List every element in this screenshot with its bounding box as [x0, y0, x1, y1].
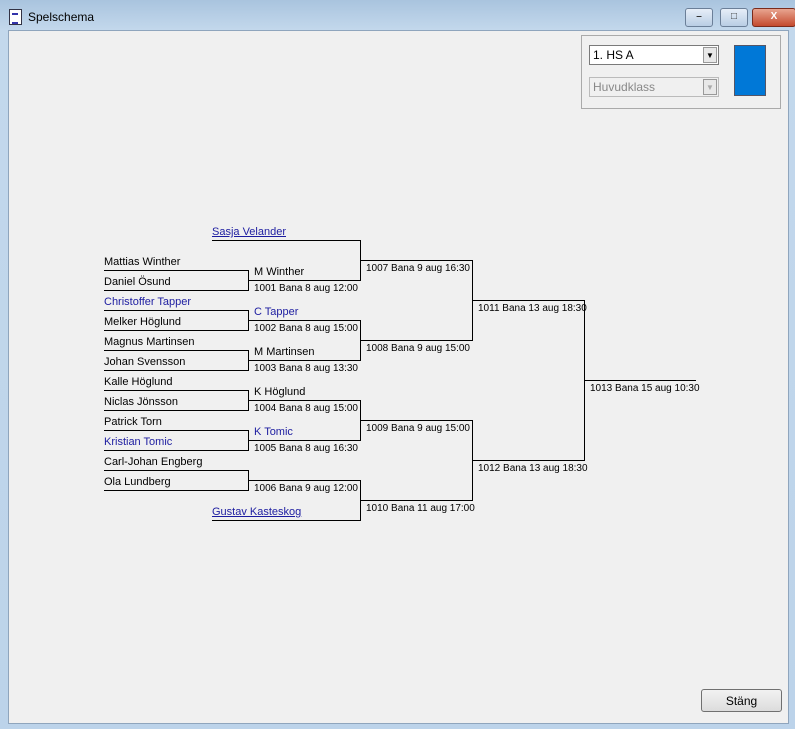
bracket-line: [248, 280, 360, 281]
bracket-line: [248, 480, 360, 481]
match-info: 1001 Bana 8 aug 12:00: [254, 283, 358, 294]
bracket-line: [104, 310, 248, 311]
bracket-line: [360, 340, 472, 341]
bracket-line: [104, 490, 248, 491]
match-info: 1012 Bana 13 aug 18:30: [478, 463, 588, 474]
bracket-line: [104, 370, 248, 371]
player-name: Magnus Martinsen: [104, 336, 195, 348]
player-name: Johan Svensson: [104, 356, 186, 368]
match-info: 1007 Bana 9 aug 16:30: [366, 263, 470, 274]
bracket-line: [104, 410, 248, 411]
category-select-value: Huvudklass: [593, 80, 656, 94]
bracket-line: [248, 400, 360, 401]
class-select[interactable]: 1. HS A ▼: [589, 45, 719, 65]
player-name: Mattias Winther: [104, 256, 181, 268]
player-name: Christoffer Tapper: [104, 296, 192, 308]
match-info: 1010 Bana 11 aug 17:00: [366, 503, 475, 514]
bracket-line: [104, 330, 248, 331]
player-name: Ola Lundberg: [104, 476, 171, 488]
match-winner: M Winther: [254, 266, 305, 278]
match-winner: C Tapper: [254, 306, 299, 318]
bracket-line: [472, 460, 584, 461]
bracket-line: [248, 440, 360, 441]
match-info: 1003 Bana 8 aug 13:30: [254, 363, 358, 374]
close-window-button[interactable]: X: [752, 8, 795, 27]
player-name: Kalle Höglund: [104, 376, 173, 388]
match-winner: M Martinsen: [254, 346, 315, 358]
bracket-line: [212, 240, 360, 241]
bracket-line: [104, 450, 248, 451]
match-info: 1006 Bana 9 aug 12:00: [254, 483, 358, 494]
bracket-line: [472, 300, 584, 301]
player-name: Carl-Johan Engberg: [104, 456, 203, 468]
bye-player[interactable]: Gustav Kasteskog: [212, 506, 302, 518]
player-name: Niclas Jönsson: [104, 396, 178, 408]
filter-group: [581, 35, 781, 109]
bracket-line: [104, 470, 248, 471]
bye-player[interactable]: Sasja Velander: [212, 226, 286, 238]
match-info: 1011 Bana 13 aug 18:30: [478, 303, 587, 314]
bracket-line: [104, 350, 248, 351]
window-title: Spelschema: [28, 10, 95, 24]
final-match-info: 1013 Bana 15 aug 10:30: [590, 383, 700, 394]
chevron-down-icon[interactable]: ▼: [703, 47, 717, 63]
document-icon: [9, 9, 22, 25]
minimize-button[interactable]: –: [685, 8, 713, 27]
match-info: 1002 Bana 8 aug 15:00: [254, 323, 358, 334]
bracket-line: [104, 390, 248, 391]
color-swatch[interactable]: [734, 45, 766, 96]
bracket-line: [248, 360, 360, 361]
match-info: 1008 Bana 9 aug 15:00: [366, 343, 470, 354]
match-info: 1004 Bana 8 aug 15:00: [254, 403, 358, 414]
bracket-line: [104, 270, 248, 271]
bracket-line: [360, 260, 472, 261]
player-name: Daniel Ösund: [104, 276, 171, 288]
client-area: [8, 30, 789, 724]
chevron-down-icon: ▼: [703, 79, 717, 95]
match-info: 1005 Bana 8 aug 16:30: [254, 443, 358, 454]
bracket-line: [248, 320, 360, 321]
player-name: Patrick Torn: [104, 416, 162, 428]
bracket-line: [104, 430, 248, 431]
player-name: Kristian Tomic: [104, 436, 173, 448]
match-winner: K Höglund: [254, 386, 306, 398]
bracket-line: [360, 500, 472, 501]
close-button[interactable]: Stäng: [701, 689, 782, 712]
match-winner: K Tomic: [254, 426, 293, 438]
bracket-line: [212, 520, 360, 521]
category-select: Huvudklass ▼: [589, 77, 719, 97]
bracket-line: [584, 380, 696, 381]
match-info: 1009 Bana 9 aug 15:00: [366, 423, 470, 434]
maximize-button[interactable]: □: [720, 8, 748, 27]
bracket-line: [360, 420, 472, 421]
class-select-value: 1. HS A: [593, 48, 634, 62]
player-name: Melker Höglund: [104, 316, 182, 328]
bracket-line: [104, 290, 248, 291]
